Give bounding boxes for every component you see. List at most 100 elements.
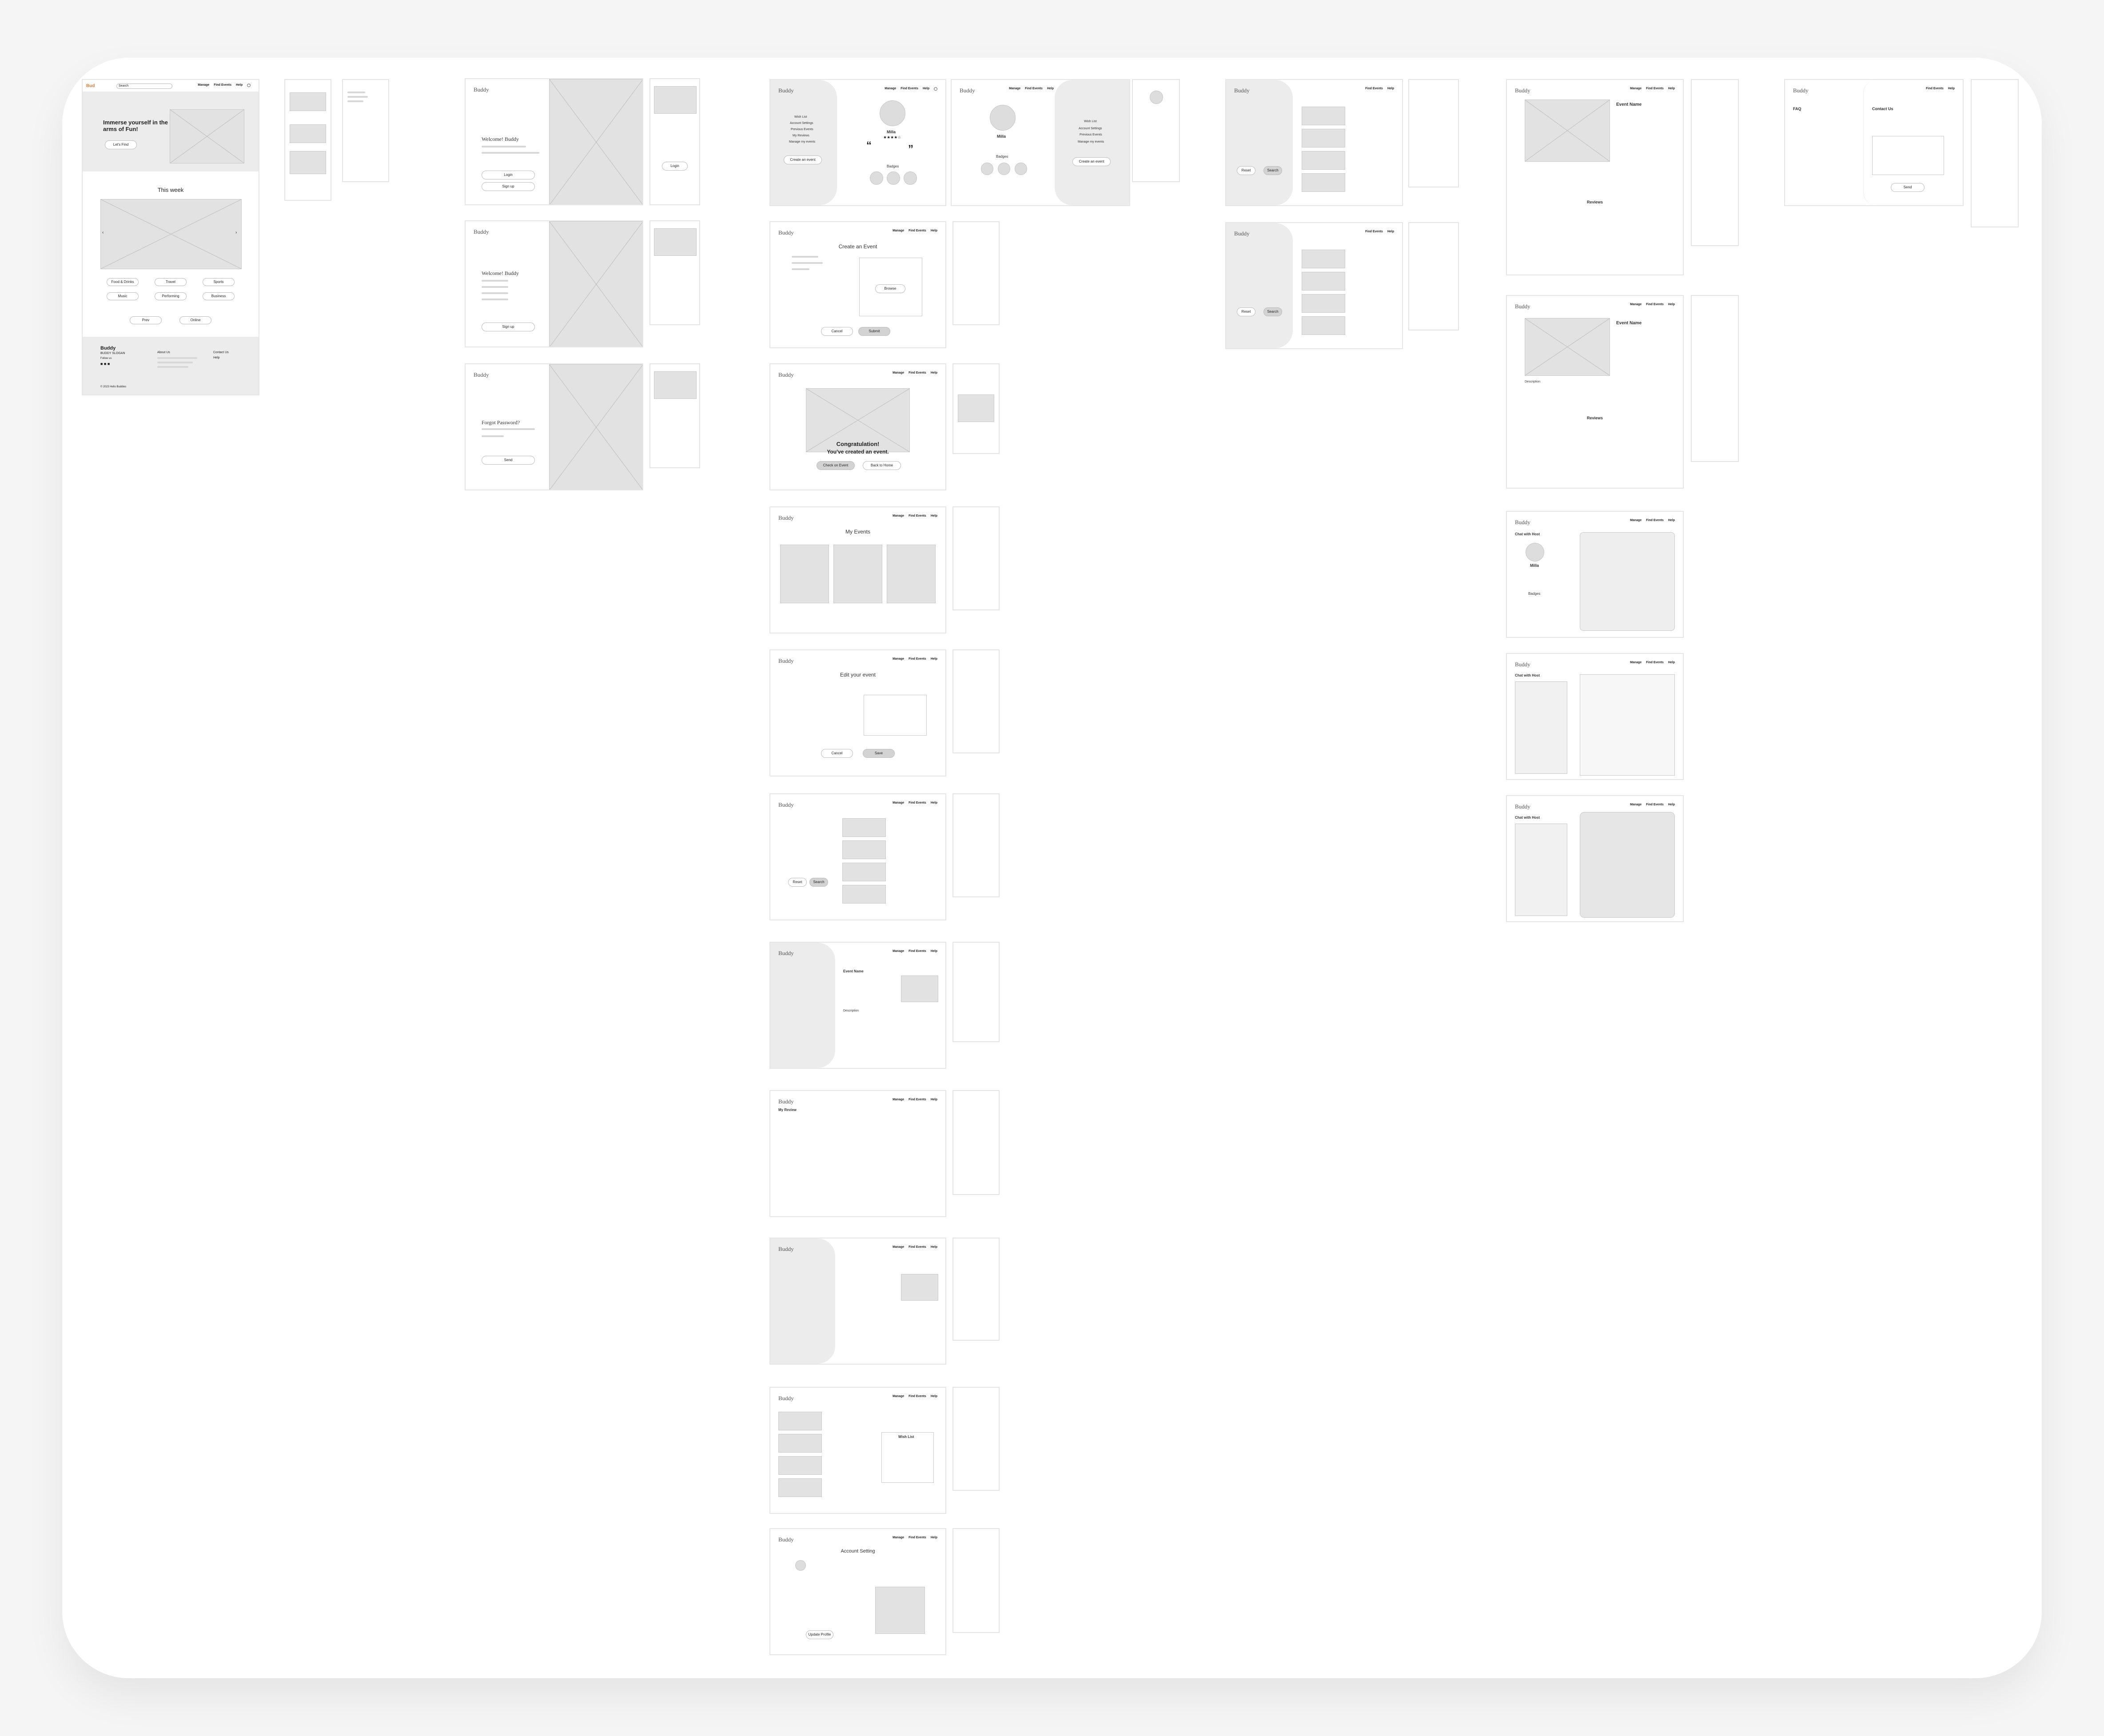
wish-thumb[interactable] <box>778 1412 822 1430</box>
result-thumb[interactable] <box>1302 107 1345 125</box>
carousel-prev-icon[interactable]: ‹ <box>102 230 104 235</box>
nav-find-events[interactable]: Find Events <box>1646 519 1664 522</box>
nav-manage[interactable]: Manage <box>893 657 905 661</box>
category-food[interactable]: Food & Drinks <box>107 278 139 286</box>
nav-manage[interactable]: Manage <box>1630 803 1642 806</box>
nav-manage[interactable]: Manage <box>893 1098 905 1101</box>
category-performing[interactable]: Performing <box>155 292 187 300</box>
nav-manage[interactable]: Manage <box>1630 661 1642 664</box>
footer-about[interactable]: About Us <box>157 351 170 354</box>
result-thumb[interactable] <box>1302 316 1345 335</box>
category-travel[interactable]: Travel <box>155 278 187 286</box>
nav-help[interactable]: Help <box>1387 230 1394 233</box>
nav-help[interactable]: Help <box>922 87 930 90</box>
nav-manage[interactable]: Manage <box>893 801 905 804</box>
nav-help[interactable]: Help <box>235 84 243 87</box>
menu-wish-list[interactable]: Wish List <box>794 115 807 119</box>
nav-help[interactable]: Help <box>1668 87 1675 90</box>
search-button[interactable]: Search <box>1263 307 1282 316</box>
nav-find-events[interactable]: Find Events <box>1646 803 1664 806</box>
nav-find-events[interactable]: Find Events <box>909 1536 926 1539</box>
nav-help[interactable]: Help <box>1668 803 1675 806</box>
create-event-button[interactable]: Create an event <box>1072 157 1111 166</box>
nav-help[interactable]: Help <box>930 1536 937 1539</box>
nav-find-events[interactable]: Find Events <box>214 84 231 87</box>
save-button[interactable]: Save <box>863 749 895 758</box>
create-event-button[interactable]: Create an event <box>784 155 822 164</box>
result-thumb[interactable] <box>1302 294 1345 313</box>
nav-manage[interactable]: Manage <box>893 371 905 374</box>
nav-find-events[interactable]: Find Events <box>1926 87 1944 90</box>
nav-help[interactable]: Help <box>930 1246 937 1249</box>
wish-thumb[interactable] <box>778 1456 822 1475</box>
signup-button[interactable]: Sign up <box>482 182 535 191</box>
nav-help[interactable]: Help <box>930 1098 937 1101</box>
nav-help[interactable]: Help <box>1948 87 1955 90</box>
prev-button[interactable]: Prev <box>130 316 162 324</box>
nav-help[interactable]: Help <box>930 371 937 374</box>
nav-find-events[interactable]: Find Events <box>909 514 926 518</box>
nav-find-events[interactable]: Find Events <box>909 950 926 953</box>
nav-manage[interactable]: Manage <box>893 514 905 518</box>
menu-manage-events[interactable]: Manage my events <box>789 140 816 143</box>
wish-thumb[interactable] <box>778 1478 822 1497</box>
nav-manage[interactable]: Manage <box>893 229 905 232</box>
event-card[interactable] <box>780 545 829 603</box>
result-thumb[interactable] <box>842 840 886 859</box>
result-thumb[interactable] <box>842 818 886 837</box>
result-thumb[interactable] <box>1302 272 1345 291</box>
back-home-button[interactable]: Back to Home <box>863 461 901 470</box>
cancel-button[interactable]: Cancel <box>821 327 853 336</box>
category-music[interactable]: Music <box>107 292 139 300</box>
nav-manage[interactable]: Manage <box>198 84 210 87</box>
carousel-next-icon[interactable]: › <box>235 230 237 235</box>
online-button[interactable]: Online <box>179 316 211 324</box>
mobile-login-button[interactable]: Login <box>662 162 688 171</box>
nav-manage[interactable]: Manage <box>893 1395 905 1398</box>
menu-previous-events[interactable]: Previous Events <box>791 128 813 131</box>
nav-help[interactable]: Help <box>930 950 937 953</box>
menu-manage-events[interactable]: Manage my events <box>1078 140 1104 143</box>
cancel-button[interactable]: Cancel <box>821 749 853 758</box>
nav-find-events[interactable]: Find Events <box>909 1395 926 1398</box>
nav-manage[interactable]: Manage <box>1009 87 1021 90</box>
event-card[interactable] <box>887 545 936 603</box>
nav-find-events[interactable]: Find Events <box>909 1098 926 1101</box>
nav-help[interactable]: Help <box>1047 87 1054 90</box>
nav-manage[interactable]: Manage <box>1630 519 1642 522</box>
nav-help[interactable]: Help <box>930 1395 937 1398</box>
category-business[interactable]: Business <box>203 292 235 300</box>
nav-manage[interactable]: Manage <box>893 1536 905 1539</box>
edit-upload-area[interactable] <box>864 695 927 736</box>
result-thumb[interactable] <box>1302 173 1345 192</box>
nav-find-events[interactable]: Find Events <box>909 657 926 661</box>
nav-manage[interactable]: Manage <box>893 950 905 953</box>
search-input[interactable]: Search <box>116 84 172 89</box>
category-sports[interactable]: Sports <box>203 278 235 286</box>
nav-find-events[interactable]: Find Events <box>1646 87 1664 90</box>
nav-help[interactable]: Help <box>1668 519 1675 522</box>
menu-previous-events[interactable]: Previous Events <box>1080 133 1102 136</box>
result-thumb[interactable] <box>1302 129 1345 147</box>
nav-find-events[interactable]: Find Events <box>1365 87 1383 90</box>
send-button[interactable]: Send <box>482 456 535 465</box>
message-input[interactable] <box>1872 136 1944 175</box>
result-thumb[interactable] <box>1302 151 1345 170</box>
search-button[interactable]: Search <box>809 878 828 887</box>
nav-help[interactable]: Help <box>1387 87 1394 90</box>
nav-find-events[interactable]: Find Events <box>909 801 926 804</box>
nav-find-events[interactable]: Find Events <box>909 1246 926 1249</box>
check-event-button[interactable]: Check on Event <box>817 461 855 470</box>
nav-manage[interactable]: Manage <box>885 87 897 90</box>
account-avatar[interactable] <box>795 1560 806 1571</box>
nav-manage[interactable]: Manage <box>1630 303 1642 306</box>
nav-help[interactable]: Help <box>930 229 937 232</box>
footer-help[interactable]: Help <box>213 356 220 359</box>
nav-find-events[interactable]: Find Events <box>909 371 926 374</box>
update-profile-button[interactable]: Update Profile <box>806 1630 833 1639</box>
social-icons[interactable]: ■ ■ ■ <box>100 362 110 366</box>
chat-list[interactable] <box>1515 681 1567 774</box>
reset-button[interactable]: Reset <box>1237 166 1255 175</box>
menu-account-settings[interactable]: Account Settings <box>1079 127 1102 130</box>
browse-button[interactable]: Browse <box>875 284 905 293</box>
